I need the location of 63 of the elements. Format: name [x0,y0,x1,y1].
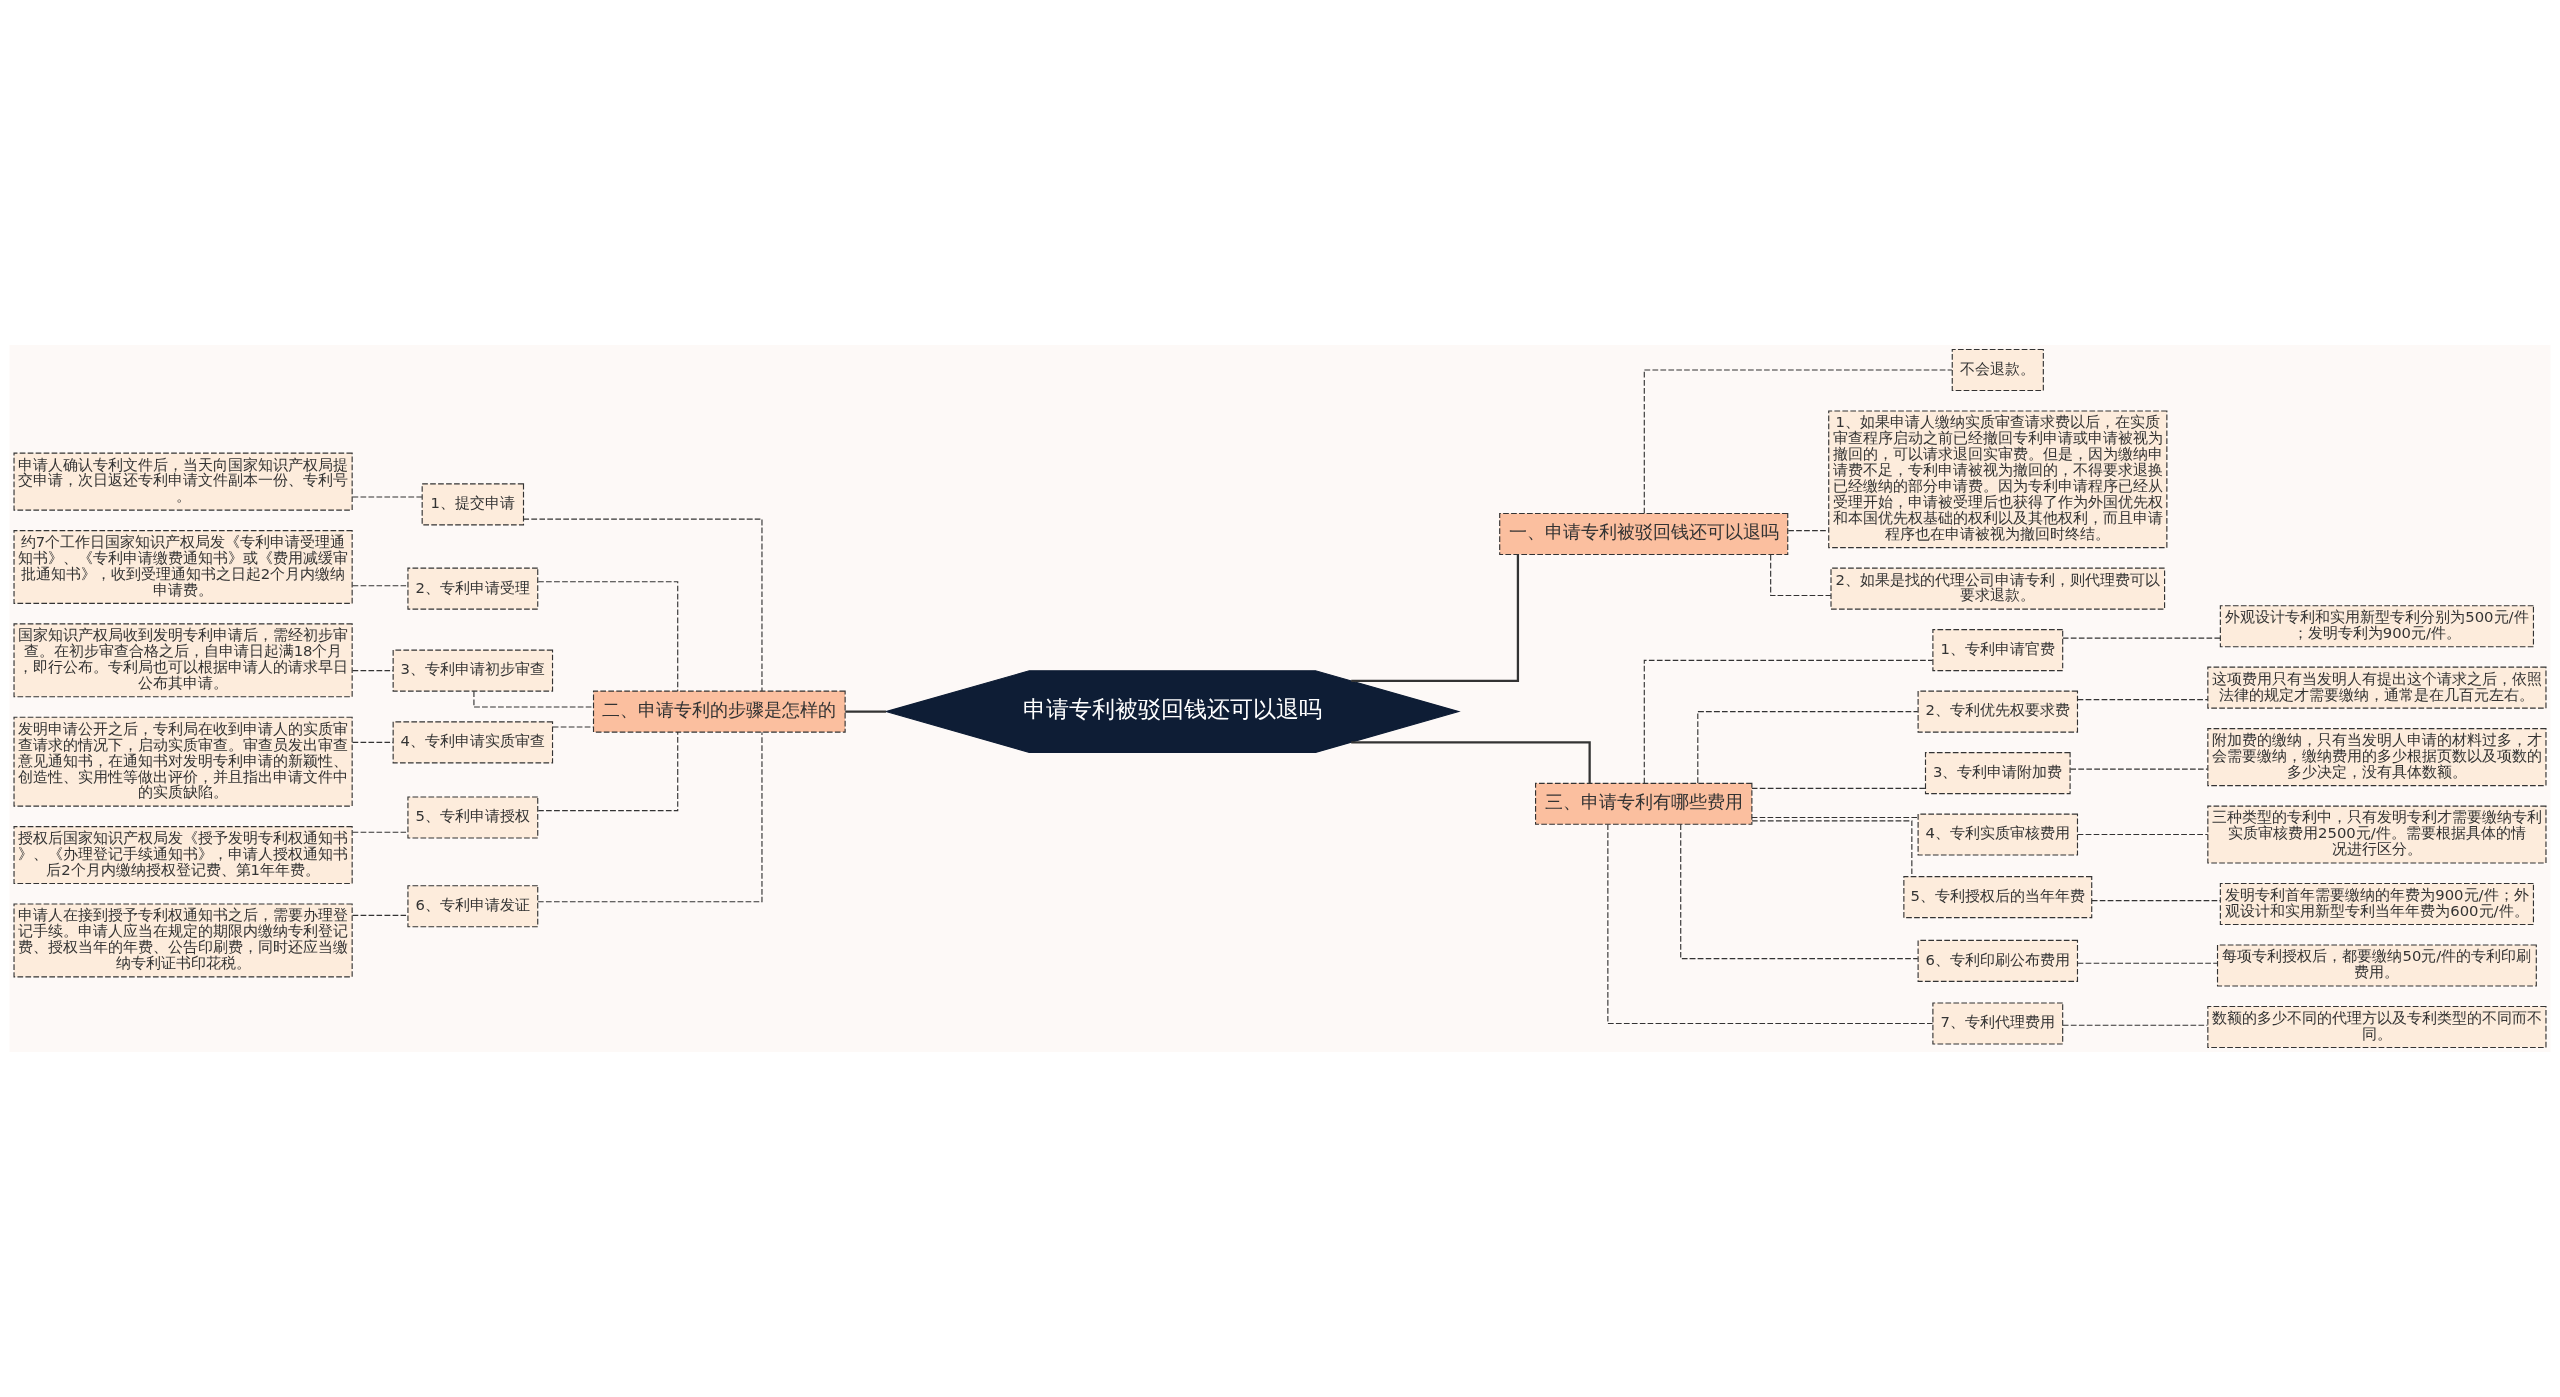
node-box: 5、专利授权后的当年年费 [1903,876,2093,919]
connector [1751,820,1913,877]
node-box: 3、专利申请附加费 [1924,752,2071,795]
node-box: 申请人确认专利文件后，当天向国家知识产权局提交申请，次日返还专利申请文件副本一份、专利号。 [13,452,353,511]
connector [1643,659,1934,784]
node-box: 6、专利印刷公布费用 [1917,939,2079,982]
node-box: 发明专利首年需要缴纳的年费为900元/件；外观设计和实用新型专利当年年费为600元/件。 [2219,882,2534,926]
node-box: 不会退款。 [1951,349,2044,392]
connector [1351,741,1591,783]
connector [1351,554,1520,683]
connector [1770,554,1832,597]
node-box: 三种类型的专利中，只有发明专利才需要缴纳专利实质审核费用2500元/件。需要根据具体的情况进行区分。 [2207,805,2547,864]
node-box: 外观设计专利和实用新型专利分别为500元/件；发明专利为900元/件。 [2219,605,2534,648]
node-box: 2、专利优先权要求费 [1917,690,2079,733]
node-box: 6、专利申请发证 [407,885,539,928]
node-box: 授权后国家知识产权局发《授予发明专利权通知书》、《办理登记手续通知书》，申请人授权通知书后2个月内缴纳授权登记费、第1年年费。 [13,826,353,885]
connector [351,670,394,672]
connector [552,726,594,728]
node-box: 2、如果是找的代理公司申请专利，则代理费可以要求退款。 [1830,567,2166,610]
connector [1787,530,1830,532]
connector [351,741,394,743]
node-box: 申请人在接到授予专利权通知书之后，需要办理登记手续。申请人应当在规定的期限内缴纳专利登记费、授权当年的年费、公告印刷费，同时还应当缴纳专利证书印花税。 [13,903,353,978]
node-box: 这项费用只有当发明人有提出这个请求之后，依照法律的规定才需要缴纳，通常是在几百元左右。 [2207,666,2547,709]
node-box: 二、申请专利的步骤是怎样的 [592,690,846,733]
connector [351,496,423,498]
connector [2069,768,2209,770]
connector [351,831,409,833]
node-box: 附加费的缴纳，只有当发明人申请的材料过多，才会需要缴纳，缴纳费用的多少根据页数以及项数的多少决定，没有具体数额。 [2207,728,2547,787]
node-box: 约7个工作日国家知识产权局发《专利申请受理通知书》、《专利申请缴费通知书》或《费用减缓审批通知书》，收到受理通知书之日起2个月内缴纳申请费。 [13,530,353,604]
connector [1607,823,1934,1025]
node-box: 国家知识产权局收到发明专利申请后，需经初步审查。在初步审查合格之后，自申请日起满18个月，即行公布。专利局也可以根据申请人的请求早日公布其申请。 [13,623,353,698]
node-box: 2、专利申请受理 [407,567,539,610]
node-box: 4、专利申请实质审查 [392,721,554,764]
node-box: 4、专利实质审核费用 [1917,813,2079,856]
connector [2062,1024,2209,1026]
node-box: 7、专利代理费用 [1932,1002,2064,1045]
connector [522,518,763,692]
connector [1751,816,1919,819]
connector [1697,711,1919,784]
node-box: 1、如果申请人缴纳实质审查请求费以后，在实质审查程序启动之前已经撤回专利申请或申请被视为撤回的，可以请求退回实审费。但是，因为缴纳申请费不足，专利申请被视为撤回的，不得要求退换已经缴纳的部分申请费。因为专利申请程序已经从受理开始，申请被受理后也获得了作为外国优先权和本国优先权基础的权利以及其他权利，而且申请程序也在申请被视为撤回时终结。 [1828,410,2168,549]
connector [2062,637,2221,639]
node-box: 1、专利申请官费 [1932,629,2064,672]
connector [1643,369,1953,514]
node-box: 发明申请公开之后，专利局在收到申请人的实质审查请求的情况下，启动实质审查。审查员发出审查意见通知书，在通知书对发明专利申请的新颖性、创造性、实用性等做出评价，并且指出申请文件中的实质缺陷。 [13,716,353,807]
node-box: 3、专利申请初步审查 [392,649,554,692]
connector [351,585,409,587]
connector [2077,962,2218,964]
connector [537,731,679,812]
connector [2091,900,2221,902]
connector [2077,833,2209,836]
node-box: 1、提交申请 [421,483,525,526]
connector [1751,787,1926,789]
node-box: 三、申请专利有哪些费用 [1535,782,1753,825]
node-box: 一、申请专利被驳回钱还可以退吗 [1499,512,1789,556]
node-box: 数额的多少不同的代理方以及专利类型的不同而不同。 [2207,1005,2547,1048]
connector [1680,823,1919,960]
node-box: 5、专利申请授权 [407,796,539,839]
connector [537,731,763,903]
connector [2077,699,2209,701]
connector [351,914,409,916]
connector [537,581,679,692]
node-box: 每项专利授权后，都要缴纳50元/件的专利印刷费用。 [2216,944,2537,987]
connector [845,710,886,713]
